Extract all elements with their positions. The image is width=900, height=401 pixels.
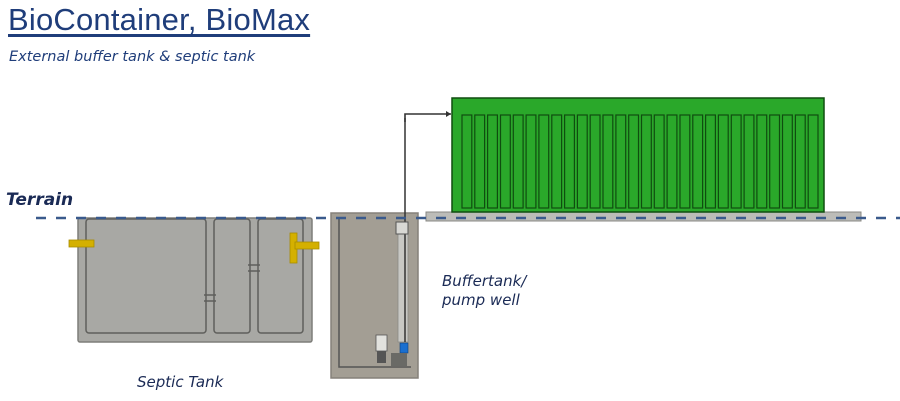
- inlet-pipe-fitting: [68, 239, 95, 248]
- buffer-tank-label-line2: pump well: [442, 291, 520, 309]
- buffer-tank-label-line1: Buffertank/: [442, 272, 527, 290]
- buffer-tank: [330, 118, 419, 379]
- septic-tank-label: Septic Tank: [137, 373, 224, 391]
- page-title: BioContainer, BioMax: [8, 2, 311, 37]
- page-subtitle: External buffer tank & septic tank: [9, 49, 256, 65]
- container-base-slab: [425, 211, 862, 222]
- buffer-tank-label: Buffertank/ pump well: [442, 272, 526, 310]
- biocontainer: [451, 97, 825, 213]
- septic-tank: [68, 217, 320, 343]
- feed-pipe: [404, 113, 451, 122]
- pump-left: [375, 334, 388, 352]
- pump-right-blue: [399, 342, 409, 354]
- terrain-label: Terrain: [6, 190, 74, 210]
